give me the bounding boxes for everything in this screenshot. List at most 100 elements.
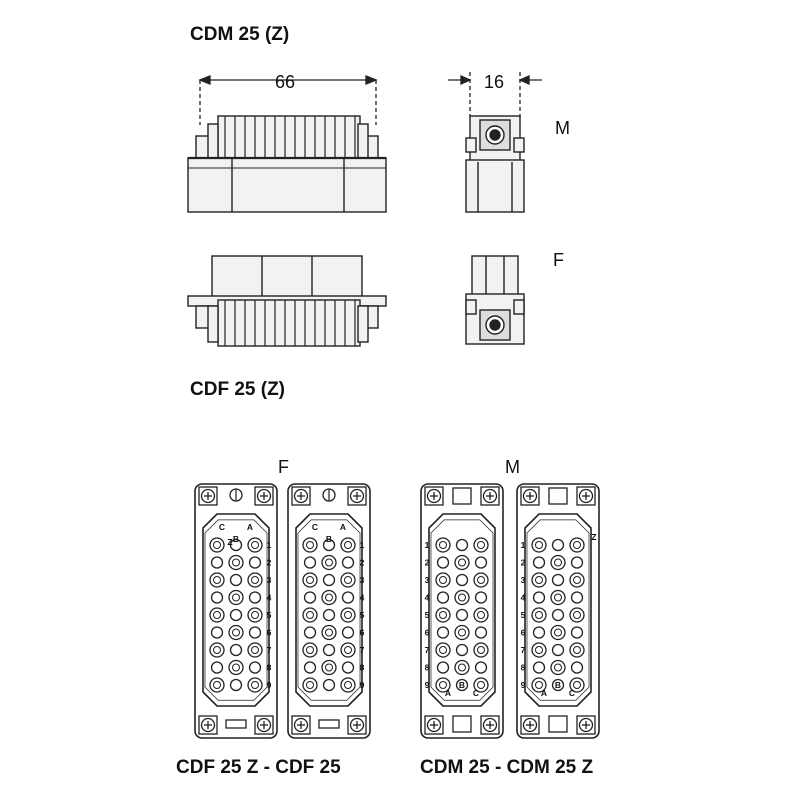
contact <box>532 556 546 569</box>
row-number-2: 2 <box>521 558 526 568</box>
contact-socket <box>251 576 259 584</box>
row-number-2: 2 <box>360 558 365 568</box>
female-end-view <box>465 255 525 345</box>
pin-letter-b: B <box>555 680 561 690</box>
contact-socket <box>554 593 562 602</box>
row-number-8: 8 <box>521 663 526 673</box>
contact-socket <box>306 611 314 619</box>
contact <box>303 591 317 604</box>
row-number-1: 1 <box>521 540 526 550</box>
contact <box>532 626 546 639</box>
contact-socket <box>325 628 333 637</box>
pin-letter-c: C <box>312 522 318 532</box>
contact <box>210 556 224 569</box>
contact <box>455 573 469 587</box>
row-number-6: 6 <box>267 628 272 638</box>
contact <box>570 556 584 569</box>
label-f-top: F <box>553 250 564 270</box>
title-cdf-25-z: CDF 25 (Z) <box>190 379 285 400</box>
male-side-view <box>187 115 387 213</box>
row-number-3: 3 <box>425 575 430 585</box>
contact <box>248 661 262 674</box>
row-number-5: 5 <box>521 610 526 620</box>
contact-socket <box>573 611 581 619</box>
row-number-4: 4 <box>425 593 430 603</box>
contact-socket <box>554 663 562 672</box>
coding-slot <box>225 719 247 729</box>
contact <box>532 591 546 604</box>
row-number-5: 5 <box>425 610 430 620</box>
contact <box>229 643 243 657</box>
female-side-view <box>187 255 387 347</box>
contact-socket <box>344 576 352 584</box>
coding-pin <box>548 715 568 733</box>
contact-socket <box>232 593 240 602</box>
contact <box>341 626 355 639</box>
contact <box>436 626 450 639</box>
contact <box>436 556 450 569</box>
row-number-9: 9 <box>267 680 272 690</box>
contact-socket <box>458 663 466 672</box>
contact-socket <box>344 646 352 654</box>
contact-socket <box>458 558 466 567</box>
contact-socket <box>573 576 581 584</box>
contact <box>210 591 224 604</box>
contact-socket <box>535 646 543 654</box>
contact-socket <box>213 611 221 619</box>
row-number-3: 3 <box>360 575 365 585</box>
contact-field-inner <box>204 519 268 701</box>
label-f-bottom: F <box>278 457 289 477</box>
contact <box>248 556 262 569</box>
row-number-5: 5 <box>360 610 365 620</box>
contact-socket <box>325 558 333 567</box>
pin-letter-c: C <box>473 688 479 698</box>
row-number-6: 6 <box>425 628 430 638</box>
caption-male: CDM 25 - CDM 25 Z <box>420 757 594 778</box>
pin-letter-b: B <box>326 534 332 544</box>
contact <box>229 608 243 622</box>
contact-socket <box>439 681 447 689</box>
contact <box>474 626 488 639</box>
pin-letter-c: C <box>569 688 575 698</box>
pin-letter-b: B <box>233 534 239 544</box>
contact-field-inner <box>526 519 590 701</box>
contact <box>551 643 565 657</box>
contact-socket <box>306 646 314 654</box>
contact-socket <box>213 681 221 689</box>
coding-pin <box>452 715 472 733</box>
contact <box>455 608 469 622</box>
contact-field-inner <box>297 519 361 701</box>
dimension-66-label: 66 <box>275 72 295 92</box>
row-number-9: 9 <box>425 680 430 690</box>
pin-letter-b: B <box>459 680 465 690</box>
row-number-3: 3 <box>267 575 272 585</box>
pin-letter-z: Z <box>591 532 596 542</box>
contact-socket <box>535 541 543 549</box>
contact-socket <box>477 681 485 689</box>
contact-socket <box>213 576 221 584</box>
coding-pin <box>452 487 472 505</box>
contact <box>229 538 243 552</box>
contact-socket <box>535 611 543 619</box>
contact <box>322 608 336 622</box>
coding-pin <box>548 487 568 505</box>
contact-socket <box>251 611 259 619</box>
contact-socket <box>439 576 447 584</box>
contact <box>455 538 469 552</box>
row-number-9: 9 <box>521 680 526 690</box>
contact-socket <box>477 576 485 584</box>
contact <box>322 678 336 692</box>
contact <box>532 661 546 674</box>
contact-socket <box>477 611 485 619</box>
contact <box>474 661 488 674</box>
contact-socket <box>535 681 543 689</box>
pin-letter-a: A <box>541 688 547 698</box>
contact-socket <box>477 646 485 654</box>
title-cdm-25-z: CDM 25 (Z) <box>190 24 289 45</box>
contact <box>303 556 317 569</box>
contact <box>341 661 355 674</box>
